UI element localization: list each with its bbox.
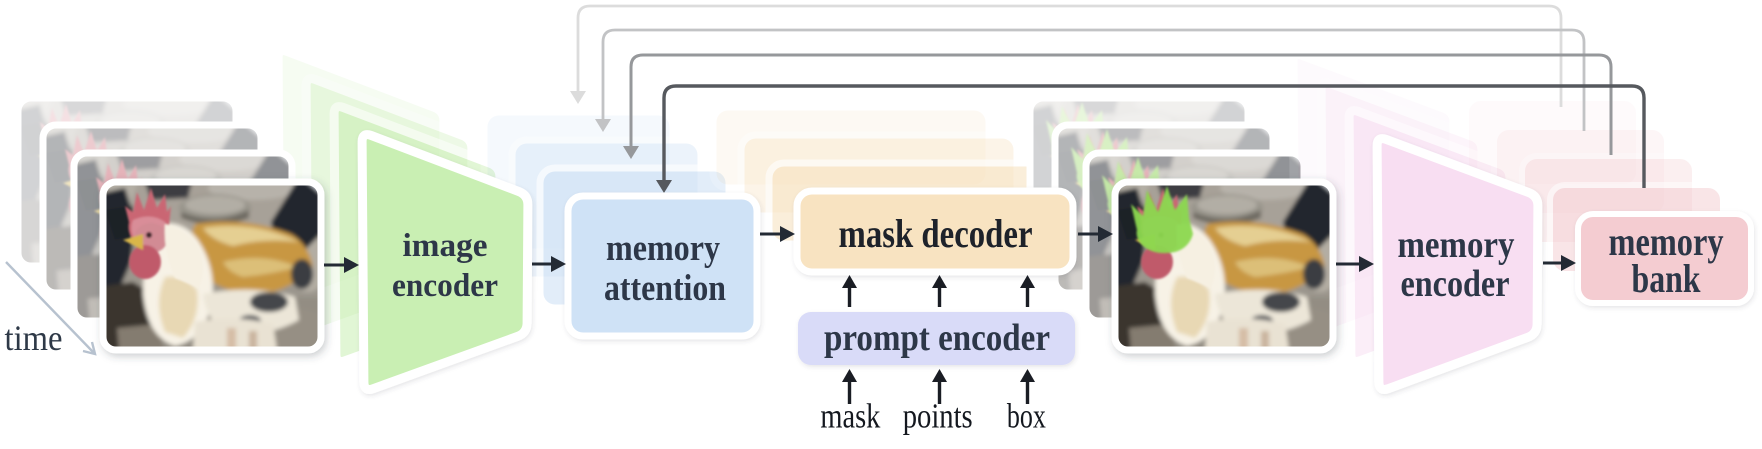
svg-text:memory: memory	[1609, 219, 1724, 264]
svg-text:attention: attention	[604, 267, 726, 308]
svg-text:encoder: encoder	[392, 268, 498, 304]
svg-text:mask: mask	[820, 397, 880, 436]
svg-text:image: image	[403, 228, 488, 264]
svg-text:prompt encoder: prompt encoder	[824, 317, 1050, 359]
svg-text:encoder: encoder	[1401, 263, 1510, 305]
svg-text:box: box	[1007, 397, 1046, 436]
svg-text:memory: memory	[606, 227, 720, 268]
svg-text:time: time	[5, 318, 63, 358]
svg-text:bank: bank	[1632, 256, 1702, 301]
svg-text:points: points	[903, 397, 973, 436]
svg-text:mask decoder: mask decoder	[839, 211, 1033, 256]
svg-text:memory: memory	[1398, 224, 1515, 266]
